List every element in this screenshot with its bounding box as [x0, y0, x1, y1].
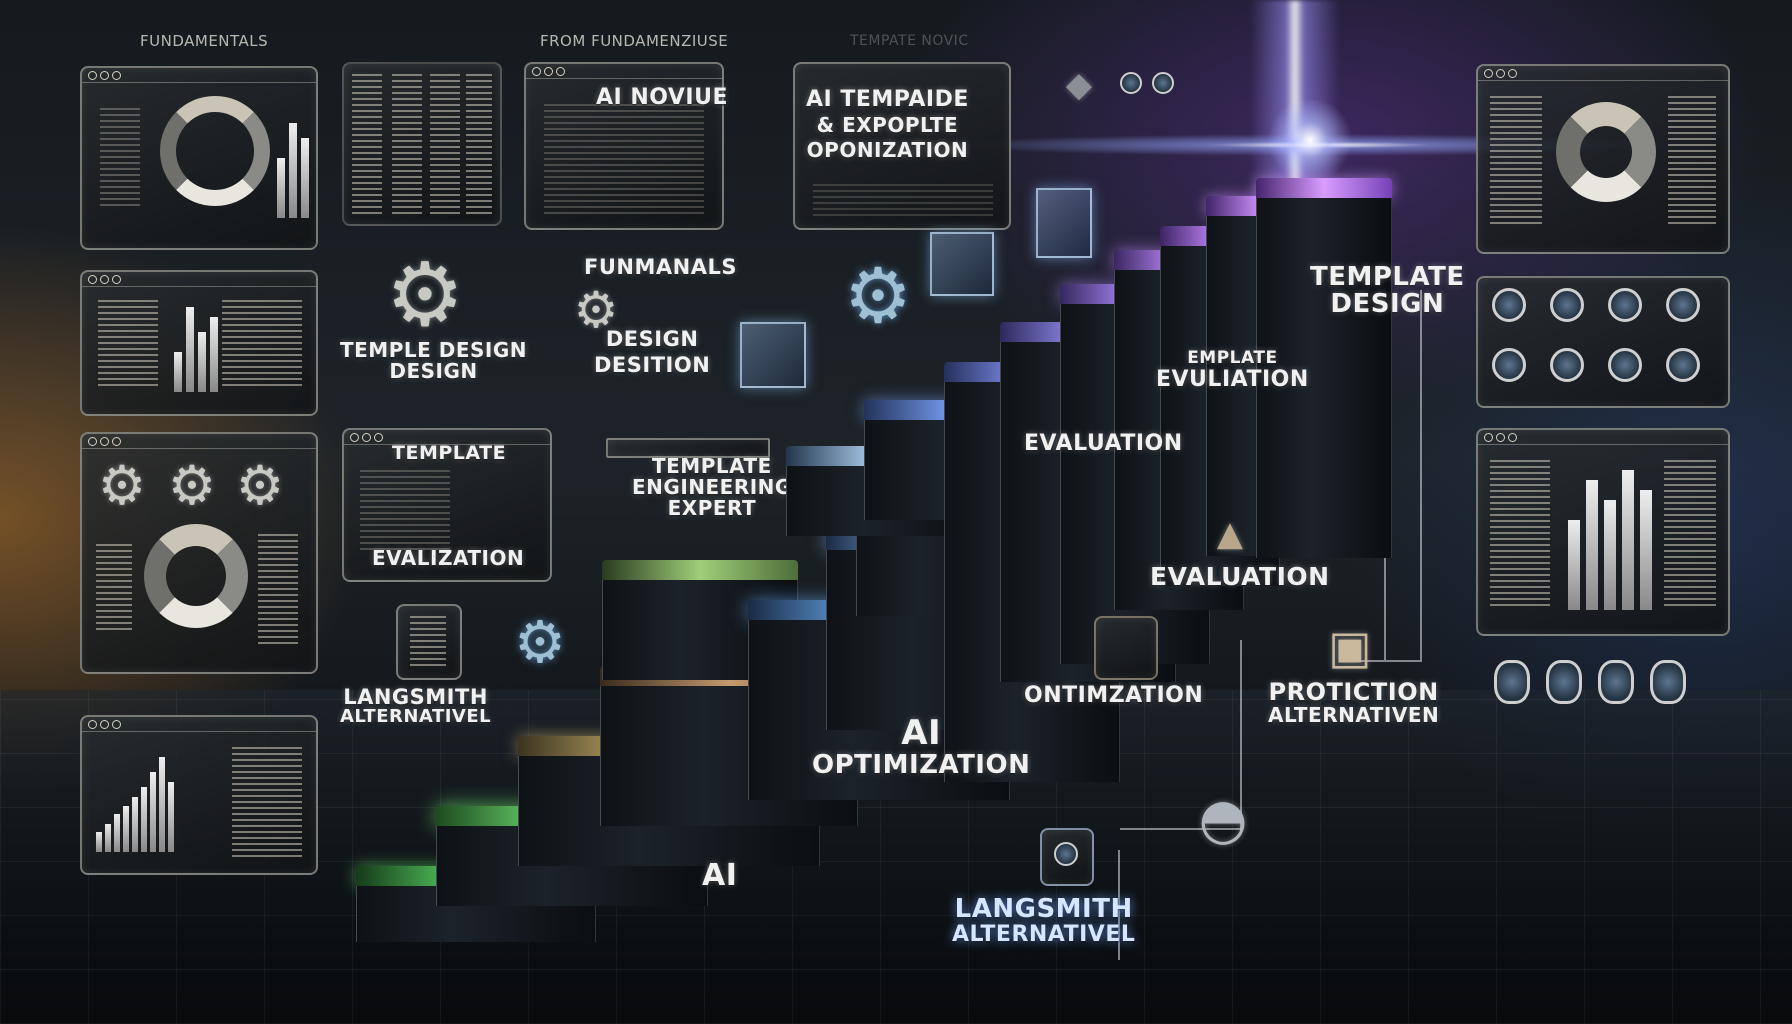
label-line: ALTERNATIVEN: [1268, 703, 1440, 728]
donut-chart-icon: [160, 96, 270, 206]
label-template-top: TEMPLATE: [392, 442, 507, 464]
label-template-design-right: TEMPLATE DESIGN: [1310, 262, 1465, 320]
connector-line: [1350, 660, 1422, 662]
building-icon: ▣: [1328, 620, 1372, 674]
label-evalization: EVALIZATION: [372, 546, 525, 570]
label-line: LANGSMITH: [954, 894, 1133, 924]
gear-icon: ⚙: [167, 454, 217, 517]
label-line: AI: [901, 713, 942, 753]
connector-line: [1420, 290, 1422, 660]
panel-right-bar-chart: [1476, 428, 1730, 636]
label-line: DESITION: [594, 353, 711, 378]
circle-button-icon: [1608, 348, 1642, 382]
panel-gears: ⚙ ⚙ ⚙: [80, 432, 318, 674]
label-ai-optimization: AI OPTIMIZATION: [812, 713, 1031, 780]
cube-icon: ◆: [1065, 65, 1093, 105]
glass-cube-icon: [930, 232, 994, 296]
label-line: AI TEMPAIDE: [806, 87, 969, 112]
gear-icon: ⚙: [843, 251, 913, 340]
gear-icon: ⚙: [514, 608, 566, 676]
top-label-template-novice: TEMPATE NOVIC: [850, 33, 969, 49]
gear-icon: ⚙: [573, 281, 619, 339]
label-design-desition: DESIGN DESITION: [594, 328, 710, 376]
panel-right-donut: [1476, 64, 1730, 254]
trophy-icon: ▲: [1216, 514, 1244, 554]
panel-dashboard-donut: [80, 66, 318, 250]
panel-ai-template: [793, 62, 1011, 230]
label-protiction-alternativen: PROTICTION ALTERNATIVEN: [1268, 678, 1440, 728]
circle-icon: [1152, 72, 1174, 94]
panel-ai-novice: [524, 62, 724, 230]
circle-button-icon: [1492, 288, 1526, 322]
connector-line: [1240, 640, 1242, 830]
circle-button-icon: [1608, 288, 1642, 322]
label-template-engineering-expert: TEMPLATE ENGINEERING EXPERT: [632, 456, 792, 519]
pie-chart-icon: [144, 524, 248, 628]
panel-text-columns: [342, 62, 502, 226]
label-line: PROTICTION: [1268, 678, 1439, 706]
label-langsmith-left: LANGSMITH ALTERNATIVEL: [340, 686, 491, 727]
gear-icon: ⚙: [235, 454, 285, 517]
circle-icon: [1120, 72, 1142, 94]
top-label-from-fundamentals: FROM FUNDAMENZIUSE: [540, 32, 729, 50]
label-langsmith-bottom: LANGSMITH ALTERNATIVEL: [952, 894, 1136, 948]
panel-bar-chart: [80, 270, 318, 416]
robot-car-icon: ◓: [1198, 787, 1248, 852]
gear-icon: ⚙: [385, 243, 465, 346]
label-line: DESIGN: [605, 327, 699, 351]
label-line: TEMPLE DESIGN: [340, 338, 527, 362]
label-ai-template: AI TEMPAIDE & EXPOPLTE OPONIZATION: [806, 88, 969, 161]
light-flare-core: [1265, 100, 1355, 180]
ring-icon: [1598, 660, 1634, 704]
label-ai-step: AI: [702, 858, 738, 893]
label-line: EMPLATE: [1187, 348, 1278, 368]
label-line: & EXPOPLTE: [816, 113, 959, 138]
label-line: DESIGN: [389, 359, 478, 383]
label-funmanals: FUNMANALS: [584, 255, 737, 279]
circle-button-icon: [1666, 288, 1700, 322]
small-bar-panel: [606, 438, 770, 458]
gear-icon: ⚙: [97, 454, 147, 517]
label-evaluation-small: EVALUATION: [1024, 431, 1183, 456]
label-line: LANGSMITH: [343, 685, 488, 709]
label-line: ALTERNATIVEL: [340, 706, 492, 728]
label-temple-design: TEMPLE DESIGN DESIGN: [340, 340, 527, 382]
panel-template-evalization: [342, 428, 552, 582]
label-evaluation-large: EVALUATION: [1150, 562, 1330, 591]
step-17: [1256, 178, 1392, 558]
connector-line: [1120, 828, 1242, 830]
label-line: ALTERNATIVEL: [952, 922, 1136, 948]
label-ontimization: ONTIMZATION: [1024, 683, 1204, 708]
donut-chart-icon: [1556, 102, 1656, 202]
ring-icon: [1546, 660, 1582, 704]
glass-cube-icon: [1036, 188, 1092, 258]
label-line: OPONIZATION: [806, 138, 969, 163]
label-line: ENGINEERING: [632, 475, 792, 499]
ring-icon: [1494, 660, 1530, 704]
label-line: TEMPLATE: [1310, 262, 1465, 292]
label-line: OPTIMIZATION: [812, 749, 1031, 780]
circle-button-icon: [1666, 348, 1700, 382]
ring-icon: [1650, 660, 1686, 704]
circle-button-icon: [1550, 348, 1584, 382]
connector-line: [1118, 850, 1120, 960]
top-label-fundamentals: FUNDAMENTALS: [140, 32, 269, 50]
document-icon: [396, 604, 462, 680]
panel-right-buttons: [1476, 276, 1730, 408]
panel-line-chart: [80, 715, 318, 875]
image-icon: [1094, 616, 1158, 680]
circle-button-icon: [1492, 348, 1526, 382]
label-ai-novice: AI NOVIUE: [596, 85, 728, 110]
label-line: DESIGN: [1330, 289, 1445, 320]
label-line: TEMPLATE: [651, 454, 772, 478]
label-line: EVULIATION: [1156, 366, 1309, 392]
label-emplate-evuliation: EMPLATE EVULIATION: [1156, 348, 1309, 392]
camera-icon: [1040, 828, 1094, 886]
glass-cube-icon: [740, 322, 806, 388]
label-line: EXPERT: [667, 496, 757, 520]
circle-button-icon: [1550, 288, 1584, 322]
